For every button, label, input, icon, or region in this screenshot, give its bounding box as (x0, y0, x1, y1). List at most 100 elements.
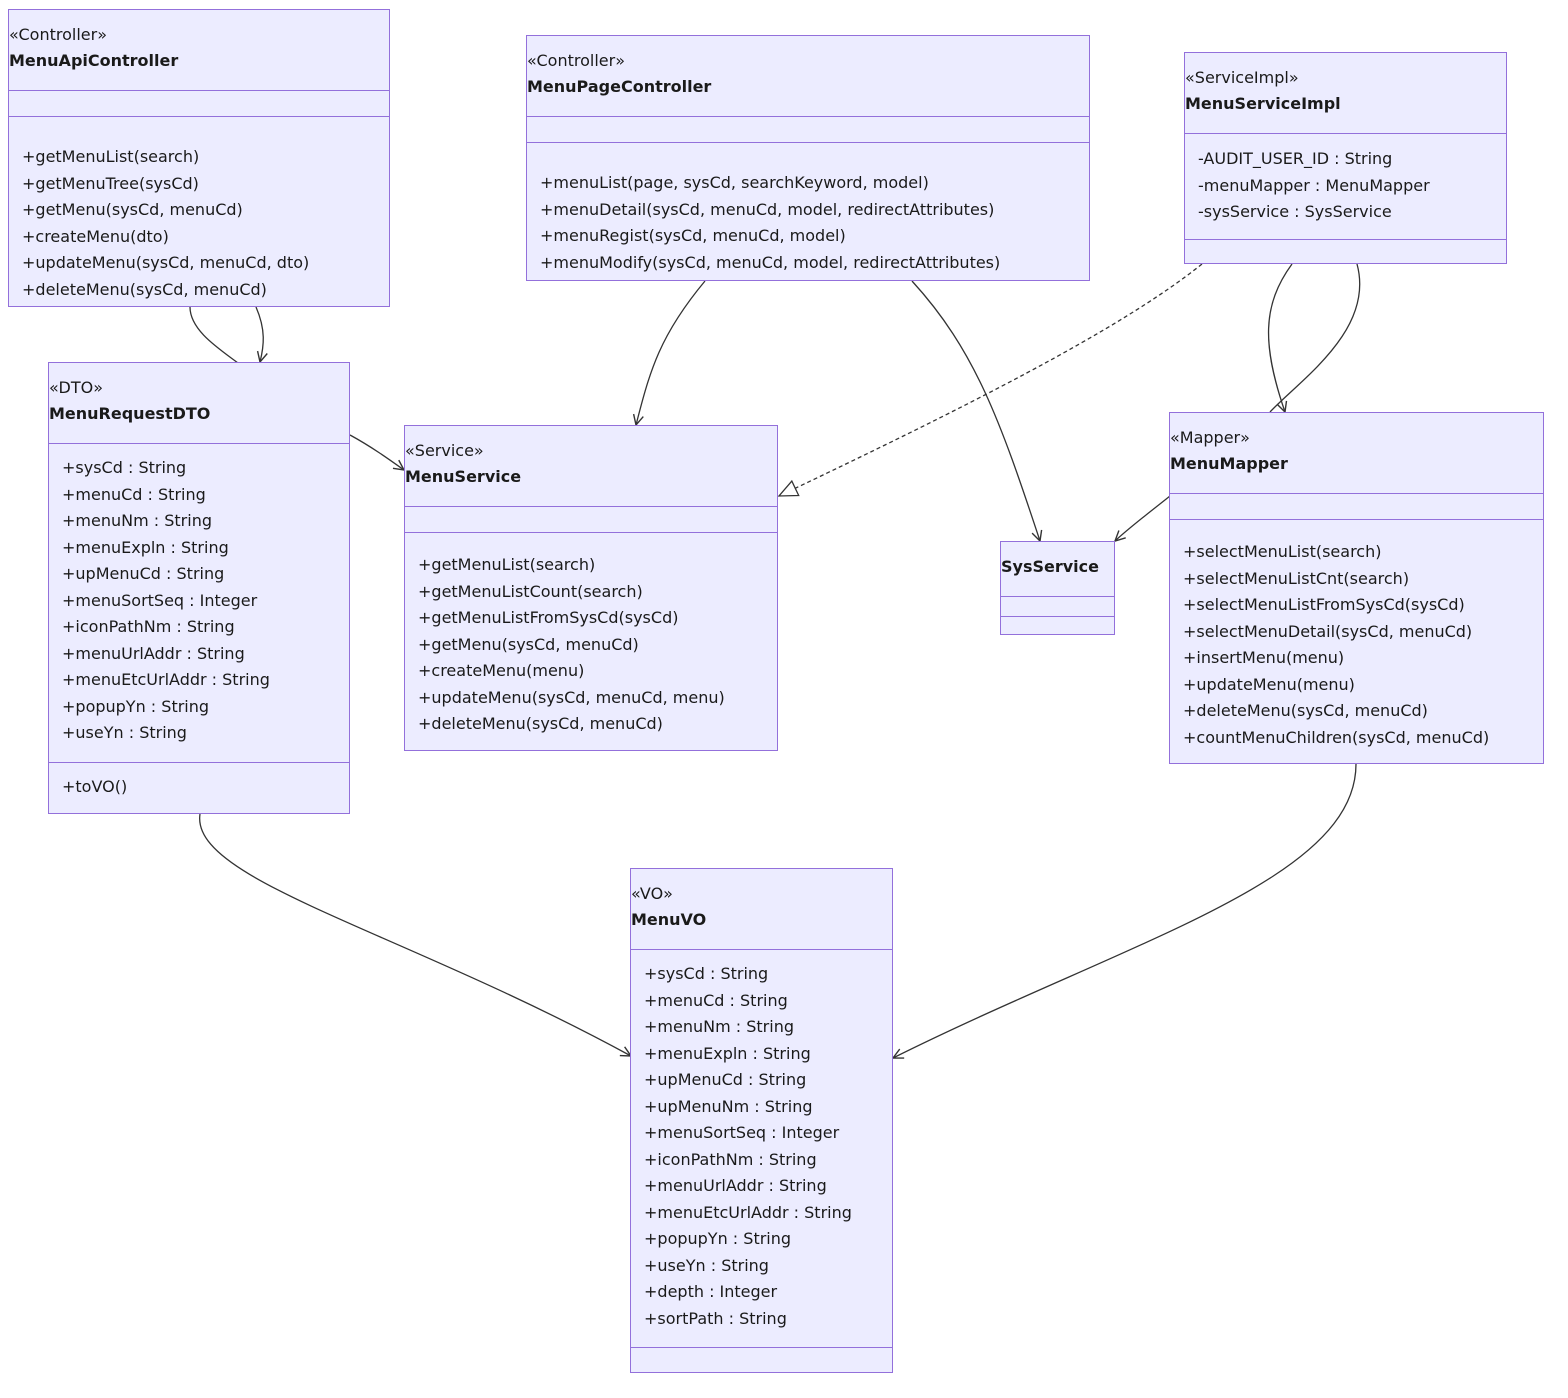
class-attribute: +menuUrlAddr : String (62, 643, 245, 663)
class-stereotype: «VO» (631, 884, 673, 903)
class-menu-page-controller: «Controller» MenuPageController +menuList(… (526, 35, 1090, 281)
class-method: +menuRegist(sysCd, menuCd, model) (540, 226, 846, 245)
class-methods: +getMenuList(search) +getMenuListCount(se… (418, 552, 773, 738)
class-method: +getMenu(sysCd, menuCd) (418, 634, 639, 654)
class-name: MenuApiController (9, 51, 179, 70)
class-method: +deleteMenu(sysCd, menuCd) (418, 714, 663, 733)
edge-api-controller-to-menu-service (189, 306, 404, 470)
class-attribute: +menuSortSeq : Integer (62, 590, 258, 610)
class-method: +updateMenu(sysCd, menuCd, dto) (22, 253, 310, 272)
class-methods: +menuList(page, sysCd, searchKeyword, mo… (540, 170, 1085, 276)
class-attribute: +popupYn : String (62, 696, 210, 716)
class-method: +deleteMenu(sysCd, menuCd) (22, 279, 267, 299)
class-attribute: +menuUrlAddr : String (644, 1176, 827, 1195)
class-attribute: +menuCd : String (62, 484, 206, 504)
edge-service-impl-to-sys-service (1115, 263, 1361, 541)
class-menu-service: «Service»MenuService+getMenuList(search)… (404, 425, 778, 751)
class-method: +countMenuChildren(sysCd, menuCd) (1183, 727, 1490, 747)
edge-menu-mapper-to-menu-vo (893, 763, 1357, 1058)
class-attribute: +menuEtcUrlAddr : String (644, 1202, 852, 1222)
class-method: +getMenu(sysCd, menuCd) (22, 200, 243, 219)
class-attribute: +menuEtcUrlAddr : String (62, 670, 270, 689)
class-divider (405, 506, 777, 507)
class-stereotype: «Controller» (9, 25, 107, 44)
class-method: +selectMenuListFromSysCd(sysCd) (1183, 595, 1465, 614)
class-menu-vo: «VO» MenuVO +sysCd : String +menuCd : Strin… (630, 868, 893, 1373)
class-attribute: +sysCd : String (62, 458, 187, 477)
class-divider (1185, 239, 1506, 240)
class-attribute: +upMenuCd : String (644, 1070, 807, 1089)
class-attribute: +iconPathNm : String (644, 1149, 817, 1169)
edge-service-impl-to-menu-mapper (1267, 263, 1293, 412)
class-divider (1170, 519, 1543, 520)
edge-api-controller-to-request-dto (255, 306, 263, 362)
class-method: +menuDetail(sysCd, menuCd, model, redire… (540, 199, 995, 219)
class-stereotype: «ServiceImpl» (1185, 68, 1299, 87)
class-method: +createMenu(menu) (418, 661, 585, 680)
class-stereotype: «Controller» (527, 51, 625, 70)
class-divider (631, 1347, 892, 1348)
class-attribute: +menuNm : String (62, 511, 212, 530)
class-attribute: -sysService : SysService (1198, 202, 1392, 221)
class-stereotype: «Service» (405, 441, 484, 460)
class-name: MenuServiceImpl (1185, 94, 1341, 113)
class-divider (1185, 133, 1506, 134)
class-divider (631, 949, 892, 950)
class-method: +getMenuList(search) (22, 147, 200, 166)
class-methods: +getMenuList(search)+getMenuTree(sysCd)+… (22, 144, 385, 303)
class-attribute: +sortPath : String (644, 1308, 787, 1328)
class-attribute: +iconPathNm : String (62, 617, 235, 636)
class-name: SysService (1001, 557, 1099, 576)
class-attribute: +menuExpln : String (644, 1043, 811, 1063)
class-divider (405, 532, 777, 533)
class-method: +selectMenuDetail(sysCd, menuCd) (1183, 621, 1473, 641)
class-method: +createMenu(dto) (22, 226, 169, 246)
class-attribute: +useYn : String (644, 1255, 769, 1275)
class-method: +getMenuList(search) (418, 555, 596, 574)
class-attribute: -AUDIT_USER_ID : String (1198, 149, 1393, 168)
class-menu-api-controller: «Controller» MenuApiController +getMenuLis… (8, 9, 390, 307)
class-attribute: +menuCd : String (644, 990, 788, 1010)
class-attribute: +sysCd : String (644, 964, 769, 983)
class-menu-service-impl: «ServiceImpl» MenuServiceImpl -AUDIT_USER_… (1184, 52, 1507, 264)
class-methods: +selectMenuList(search)+selectMenuListCn… (1183, 539, 1539, 751)
class-divider (9, 90, 389, 91)
class-method: +toVO() (62, 777, 128, 796)
class-name: MenuVO (631, 910, 707, 929)
edge-page-controller-to-sys-service (911, 280, 1040, 541)
class-methods: +toVO() (62, 774, 345, 801)
class-divider (1001, 596, 1114, 597)
class-method: +deleteMenu(sysCd, menuCd) (1183, 701, 1428, 720)
class-method: +menuModify(sysCd, menuCd, model, redire… (540, 252, 1001, 272)
class-method: +getMenuListFromSysCd(sysCd) (418, 608, 679, 627)
class-divider (527, 142, 1089, 143)
class-method: +updateMenu(menu) (1183, 674, 1355, 694)
class-name: MenuMapper (1170, 454, 1288, 473)
class-attribute: +menuSortSeq : Integer (644, 1123, 840, 1142)
edge-page-controller-to-menu-service (636, 280, 706, 425)
class-method: +getMenuListCount(search) (418, 581, 643, 601)
class-divider (49, 762, 349, 763)
class-attribute: +popupYn : String (644, 1229, 792, 1248)
class-method: +updateMenu(sysCd, menuCd, menu) (418, 687, 725, 707)
class-method: +insertMenu(menu) (1183, 648, 1345, 667)
class-divider (527, 116, 1089, 117)
class-name: MenuPageController (527, 77, 712, 96)
class-divider (9, 116, 389, 117)
class-attribute: +useYn : String (62, 723, 187, 742)
class-attribute: +upMenuCd : String (62, 564, 225, 583)
class-stereotype: «DTO» (49, 378, 103, 397)
class-sys-service: SysService (1000, 541, 1115, 635)
class-divider (1001, 616, 1114, 617)
class-method: +menuList(page, sysCd, searchKeyword, mo… (540, 173, 929, 192)
class-method: +selectMenuListCnt(search) (1183, 568, 1410, 588)
edge-request-dto-to-menu-vo (199, 813, 631, 1056)
class-name: MenuRequestDTO (49, 404, 211, 423)
class-attribute: +menuNm : String (644, 1017, 794, 1036)
class-attribute: -menuMapper : MenuMapper (1198, 175, 1430, 195)
class-attribute: +menuExpln : String (62, 537, 229, 557)
class-divider (1170, 493, 1543, 494)
class-attribute: +depth : Integer (644, 1282, 778, 1301)
class-menu-request-dto: «DTO» MenuRequestDTO +sysCd : String +menuC… (48, 362, 350, 814)
